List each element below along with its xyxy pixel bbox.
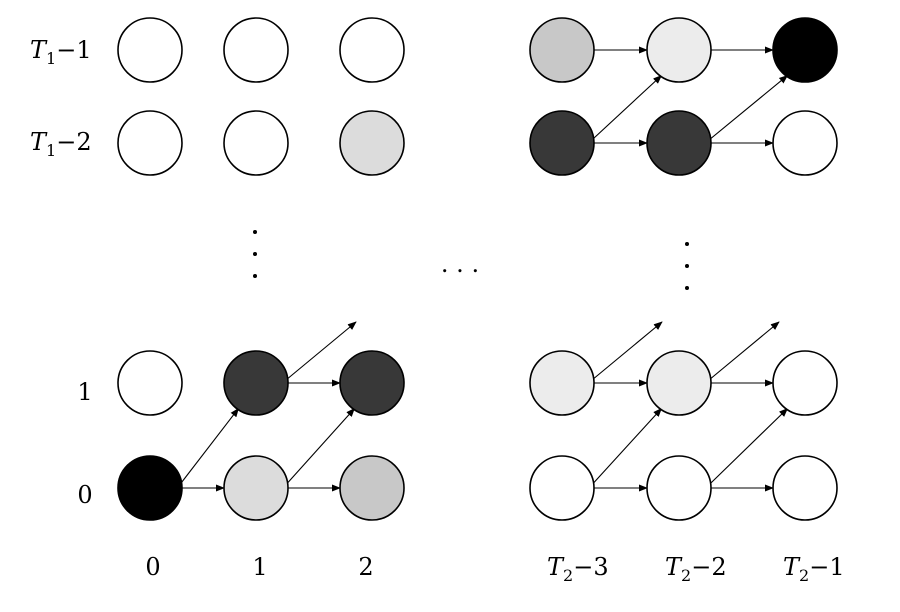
node-row0-col4 xyxy=(646,455,712,521)
col-label-0: 0 xyxy=(145,553,160,581)
node-row1-col0 xyxy=(117,350,183,416)
node-row0-col2 xyxy=(339,455,405,521)
row-label-1: 1 xyxy=(77,378,92,406)
node-row1-col3 xyxy=(529,350,595,416)
node-row0-col3 xyxy=(529,455,595,521)
col-label-t2-minus-2: T2−2 xyxy=(665,553,727,585)
node-row1-col5 xyxy=(772,350,838,416)
row-label-0: 0 xyxy=(77,481,92,509)
col-label-1: 1 xyxy=(252,553,267,581)
edge-r0c3-r1c4 xyxy=(590,407,663,487)
row-label-t1-minus-2: T1−2 xyxy=(30,128,92,160)
edges xyxy=(178,46,789,492)
node-top-col0 xyxy=(117,17,183,83)
edge-r0c4-r1c5 xyxy=(707,407,789,487)
vertical-ellipsis-left xyxy=(253,230,257,278)
edge-r1c3-up xyxy=(590,321,663,382)
edge-r1c4-up xyxy=(707,321,780,382)
edge-r0c1-r1c2 xyxy=(284,407,356,487)
node-row0-col0 xyxy=(117,455,183,521)
node-top-col3 xyxy=(529,17,595,83)
node-second-col2 xyxy=(339,110,405,176)
edge-second-c4-top-c5 xyxy=(707,75,789,142)
nodes xyxy=(117,17,838,521)
node-top-col5 xyxy=(772,17,838,83)
node-top-col2 xyxy=(339,17,405,83)
node-second-col0 xyxy=(117,110,183,176)
node-row0-col5 xyxy=(772,455,838,521)
node-row0-col1 xyxy=(223,455,289,521)
node-second-col3 xyxy=(529,110,595,176)
col-label-t2-minus-3: T2−3 xyxy=(547,553,609,585)
node-row1-col2 xyxy=(339,350,405,416)
node-second-col1 xyxy=(223,110,289,176)
edge-r1c1-up xyxy=(284,321,357,382)
node-top-col1 xyxy=(223,17,289,83)
node-second-col5 xyxy=(772,110,838,176)
node-top-col4 xyxy=(646,17,712,83)
horizontal-ellipsis: . . . xyxy=(441,250,479,278)
col-label-2: 2 xyxy=(358,553,373,581)
node-row1-col4 xyxy=(646,350,712,416)
node-row1-col1 xyxy=(223,350,289,416)
col-label-t2-minus-1: T2−1 xyxy=(783,553,845,585)
row-label-t1-minus-1: T1−1 xyxy=(30,36,92,68)
edge-second-c3-top-c4 xyxy=(590,74,663,142)
node-second-col4 xyxy=(646,110,712,176)
edge-r0c0-r1c1 xyxy=(178,407,239,487)
vertical-ellipsis-right xyxy=(685,242,689,290)
